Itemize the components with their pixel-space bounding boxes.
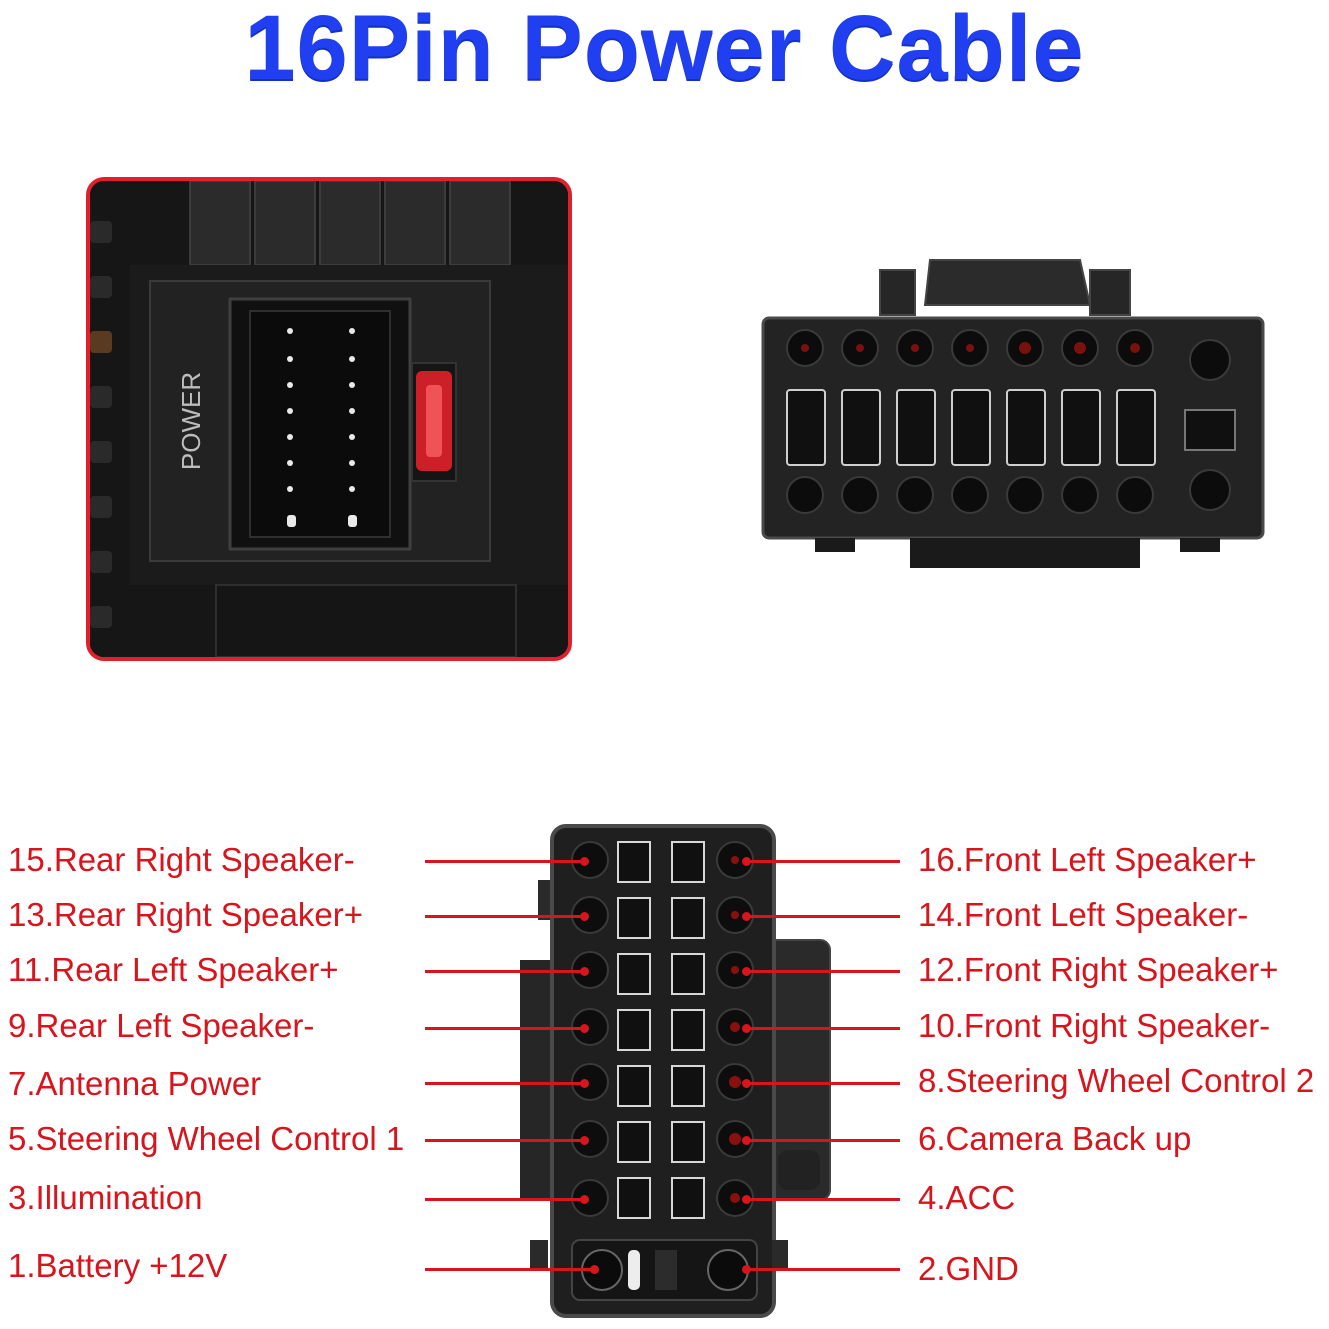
pin-label-5: 5.Steering Wheel Control 1 (8, 1120, 405, 1157)
leader-line-9 (425, 1027, 585, 1030)
pin-label-14: 14.Front Left Speaker- (918, 896, 1249, 933)
pin-label-3: 3.Illumination (8, 1179, 203, 1216)
pin-dot-5 (580, 1136, 589, 1145)
head-unit-port-photo: POWER (86, 177, 572, 661)
pin-dot-2 (742, 1265, 751, 1274)
leader-line-15 (425, 860, 585, 863)
pin-label-4: 4.ACC (918, 1179, 1016, 1216)
leader-line-12 (745, 970, 900, 973)
leader-line-3 (425, 1198, 585, 1201)
leader-line-14 (745, 915, 900, 918)
leader-line-13 (425, 915, 585, 918)
pin-label-16: 16.Front Left Speaker+ (918, 841, 1257, 878)
pin-dot-7 (580, 1079, 589, 1088)
leader-line-8 (745, 1082, 900, 1085)
pin-dot-6 (742, 1136, 751, 1145)
pin-label-15: 15.Rear Right Speaker- (8, 841, 355, 878)
leader-line-10 (745, 1027, 900, 1030)
pin-dot-16 (742, 857, 751, 866)
pin-dot-3 (580, 1195, 589, 1204)
connector-plug-photo (755, 250, 1275, 575)
pin-label-6: 6.Camera Back up (918, 1120, 1192, 1157)
leader-line-5 (425, 1139, 585, 1142)
leader-line-11 (425, 970, 585, 973)
leader-line-1 (425, 1268, 595, 1271)
pin-label-9: 9.Rear Left Speaker- (8, 1007, 315, 1044)
pin-dot-9 (580, 1024, 589, 1033)
pin-label-13: 13.Rear Right Speaker+ (8, 896, 363, 933)
pin-dot-10 (742, 1024, 751, 1033)
pin-dot-13 (580, 912, 589, 921)
pin-dot-12 (742, 967, 751, 976)
page-title: 16Pin Power Cable (244, 0, 1085, 99)
pin-label-1: 1.Battery +12V (8, 1247, 228, 1284)
power-port-label: POWER (176, 372, 206, 470)
pin-dot-11 (580, 967, 589, 976)
pin-dot-4 (742, 1195, 751, 1204)
pin-label-2: 2.GND (918, 1250, 1019, 1287)
pin-dot-14 (742, 912, 751, 921)
leader-line-16 (745, 860, 900, 863)
pin-label-7: 7.Antenna Power (8, 1065, 262, 1102)
pin-label-11: 11.Rear Left Speaker+ (8, 951, 339, 988)
pin-dot-8 (742, 1079, 751, 1088)
leader-line-6 (745, 1139, 900, 1142)
leader-line-2 (745, 1268, 900, 1271)
leader-line-7 (425, 1082, 585, 1085)
pin-label-12: 12.Front Right Speaker+ (918, 951, 1279, 988)
connector-face (510, 820, 840, 1320)
pin-label-10: 10.Front Right Speaker- (918, 1007, 1271, 1044)
leader-line-4 (745, 1198, 900, 1201)
pin-dot-1 (590, 1265, 599, 1274)
pin-label-8: 8.Steering Wheel Control 2 (918, 1062, 1315, 1099)
pin-dot-15 (580, 857, 589, 866)
